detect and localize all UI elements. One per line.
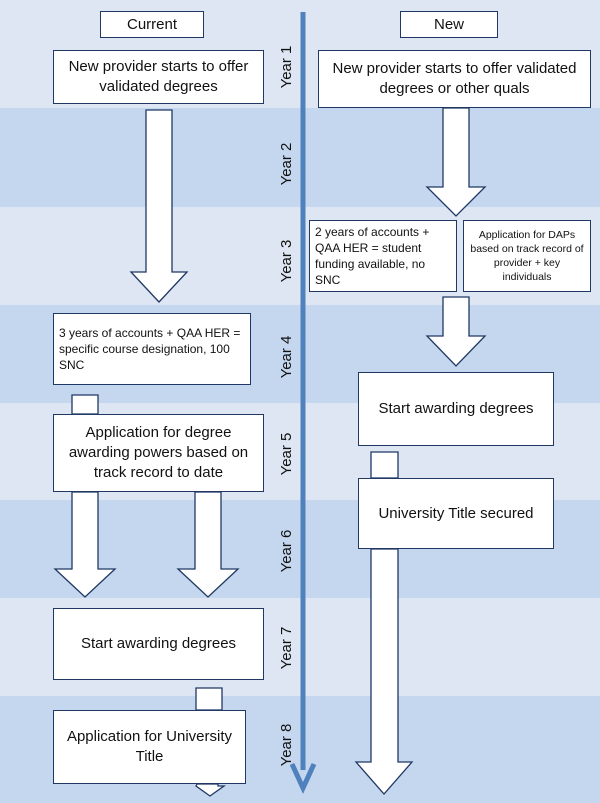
new-awarding-box: Start awarding degrees [358, 372, 554, 446]
current-awarding-text: Start awarding degrees [80, 635, 237, 652]
timeline-arrowhead [289, 762, 317, 795]
band-year-2 [0, 108, 600, 207]
current-dap-application-box: Application for degree awarding powers b… [53, 414, 264, 492]
current-start-box: New provider starts to offer validated d… [53, 50, 264, 104]
arrow-current-accounts-to-dap [71, 394, 99, 415]
year-label-2: Year 2 [277, 142, 295, 186]
new-start-box: New provider starts to offer validated d… [318, 50, 591, 108]
arrow-new-title-continue [354, 548, 414, 795]
arrow-current-dap-left [53, 491, 117, 598]
arrow-current-awarding-to-university [195, 687, 223, 711]
new-accounts-text: 2 years of accounts + QAA HER = student … [315, 225, 430, 287]
new-dap-application-box: Application for DAPs based on track reco… [463, 220, 591, 292]
current-university-application-text: Application for University Title [66, 728, 233, 765]
current-start-text: New provider starts to offer validated d… [68, 58, 249, 95]
arrow-new-start-to-accounts [425, 107, 487, 217]
year-label-6: Year 6 [277, 529, 295, 573]
arrow-current-dap-right [176, 491, 240, 598]
current-dap-application-text: Application for degree awarding powers b… [68, 424, 249, 481]
header-new: New [400, 11, 498, 38]
new-start-text: New provider starts to offer validated d… [332, 60, 577, 97]
current-university-application-box: Application for University Title [53, 710, 246, 784]
header-new-label: New [433, 16, 464, 33]
new-dap-application-text: Application for DAPs based on track reco… [470, 229, 584, 283]
new-university-title-text: University Title secured [378, 504, 534, 522]
year-label-4: Year 4 [277, 335, 295, 379]
current-accounts-box: 3 years of accounts + QAA HER = specific… [53, 313, 251, 385]
arrow-current-continue [195, 783, 227, 797]
year-label-5: Year 5 [277, 432, 295, 476]
new-university-title-box: University Title secured [358, 478, 554, 549]
year-label-1: Year 1 [277, 45, 295, 89]
year-label-7: Year 7 [277, 626, 295, 670]
new-awarding-text: Start awarding degrees [378, 400, 534, 417]
header-current: Current [100, 11, 204, 38]
arrow-current-start-to-accounts [129, 109, 189, 303]
arrow-new-awarding-to-title [370, 451, 399, 479]
header-current-label: Current [126, 16, 178, 33]
year-label-3: Year 3 [277, 239, 295, 283]
current-accounts-text: 3 years of accounts + QAA HER = specific… [59, 326, 241, 372]
current-awarding-box: Start awarding degrees [53, 608, 264, 680]
new-accounts-box: 2 years of accounts + QAA HER = student … [309, 220, 457, 292]
arrow-new-accounts-to-awarding [425, 296, 487, 367]
year-label-8: Year 8 [277, 723, 295, 767]
